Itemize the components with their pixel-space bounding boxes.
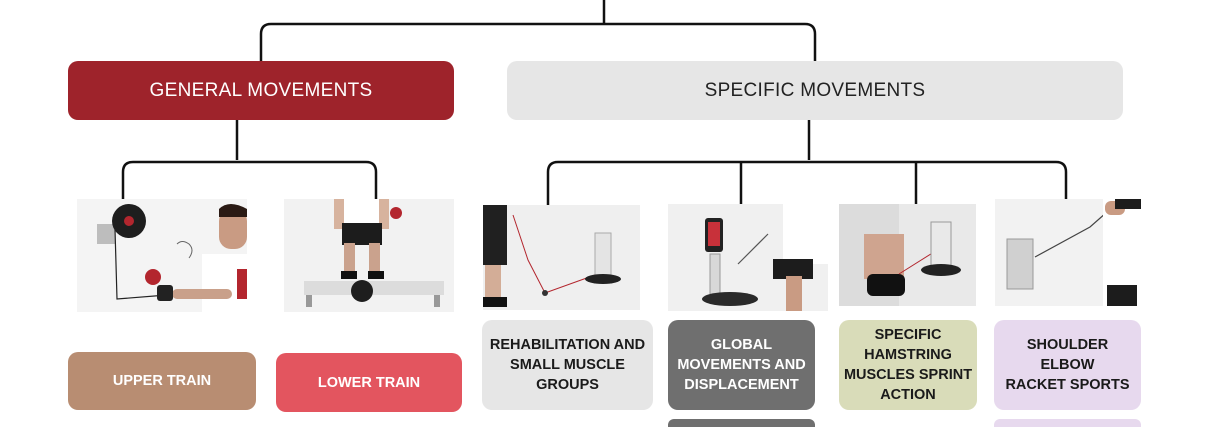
general-branch-connector [121,160,378,199]
rehab-label-line-1: REHABILITATION AND [489,337,646,353]
upper-train-box: UPPER TRAIN [68,352,256,410]
shoulder-label-line-3: RACKET SPORTS [1005,377,1130,393]
specific-branch-connector [546,160,1068,206]
hamstring-photo [839,204,976,306]
global-photo [668,204,828,311]
upper-train-photo [77,199,247,312]
global-next-box-stub [668,419,815,427]
hamstring-label-line-4: ACTION [880,387,936,403]
shoulder-next-box-stub [994,419,1141,427]
lower-train-box: LOWER TRAIN [276,353,462,412]
shoulder-box: SHOULDER ELBOW RACKET SPORTS [994,320,1141,410]
rehab-box: REHABILITATION AND SMALL MUSCLE GROUPS [482,320,653,410]
global-label-line-2: MOVEMENTS AND [677,357,806,373]
shoulder-row-photo-icon [995,199,1141,306]
lower-train-label: LOWER TRAIN [317,374,421,391]
rehab-label-line-3: GROUPS [536,377,599,393]
rehab-label-line-2: SMALL MUSCLE [510,357,625,373]
hamstring-label-line-1: SPECIFIC [874,327,942,343]
tablet-lunge-photo-icon [668,204,828,311]
shoulder-photo [995,199,1141,306]
hamstring-label-line-3: MUSCLES SPRINT [843,367,973,383]
general-movements-label: GENERAL MOVEMENTS [149,79,373,101]
upper-train-label: UPPER TRAIN [112,373,212,389]
lower-train-photo [284,199,454,312]
shoulder-label-line-2: ELBOW [1040,357,1095,373]
shoulder-label-line-1: SHOULDER [1026,337,1109,353]
global-box: GLOBAL MOVEMENTS AND DISPLACEMENT [668,320,815,410]
rehab-photo [483,205,640,310]
hamstring-box: SPECIFIC HAMSTRING MUSCLES SPRINT ACTION [839,320,977,410]
global-label-line-3: DISPLACEMENT [684,377,799,393]
general-movements-box: GENERAL MOVEMENTS [68,61,454,120]
platform-squat-photo-icon [284,199,454,312]
global-label-line-1: GLOBAL [710,337,773,353]
leg-cable-photo-icon [483,205,640,310]
specific-movements-label: SPECIFIC MOVEMENTS [704,79,926,101]
specific-movements-box: SPECIFIC MOVEMENTS [507,61,1123,120]
seated-arm-pull-photo-icon [77,199,247,312]
ankle-cable-photo-icon [839,204,976,306]
hamstring-label-line-2: HAMSTRING [864,347,952,363]
top-branch-connector [259,22,817,61]
